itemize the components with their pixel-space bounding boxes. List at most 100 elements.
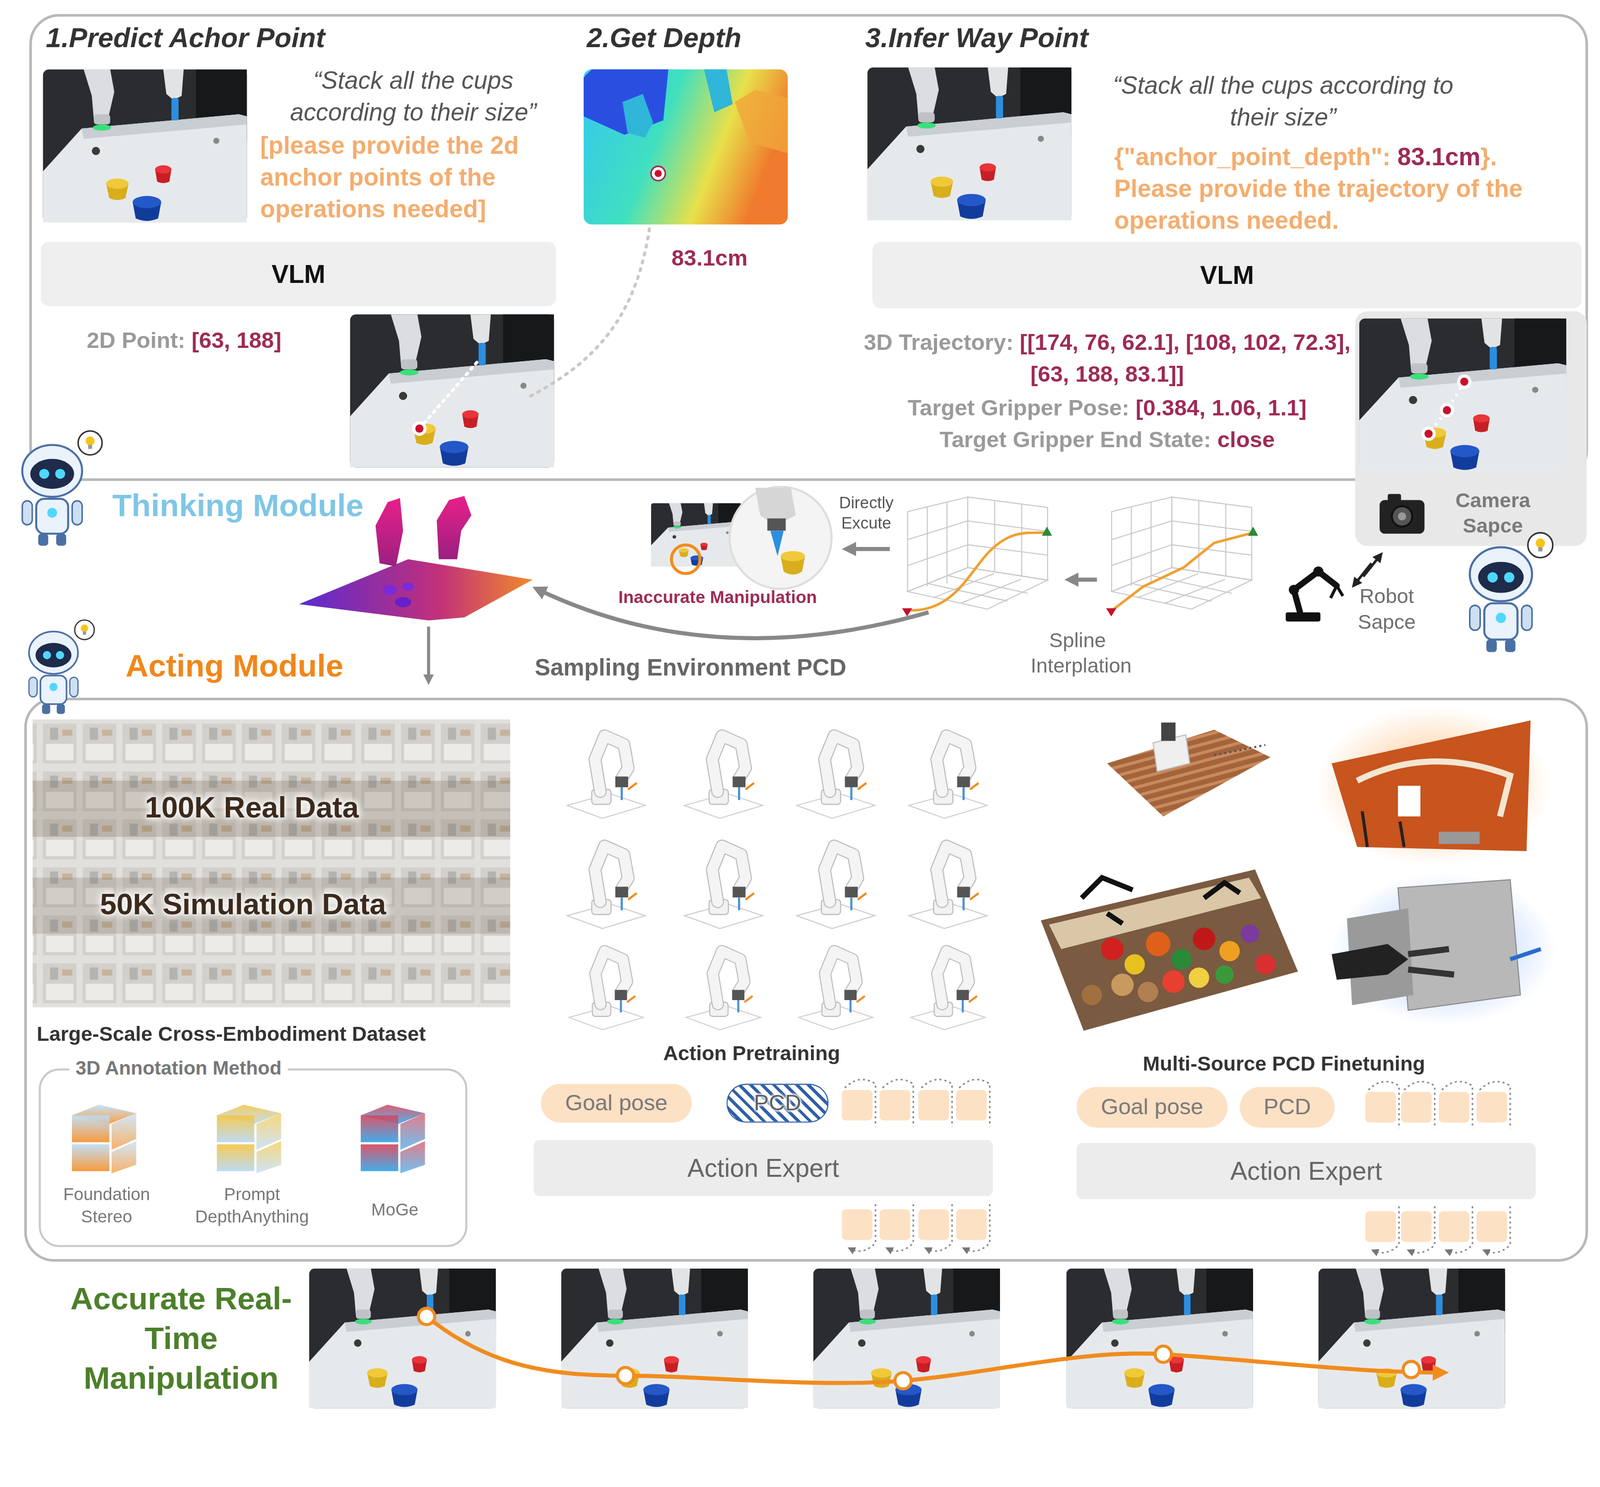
pretraining-arms: [796, 846, 875, 929]
action-tokens: [1374, 1205, 1400, 1253]
label-text: Target Gripper Pose:: [907, 395, 1130, 421]
label-group: “Stack all the cups according to their s…: [260, 64, 567, 128]
finetune-point-clouds: [1145, 931, 1171, 956]
input-pill: PCD: [726, 1083, 829, 1123]
finetune-point-clouds: [1331, 720, 1531, 852]
mascot-icon: [22, 430, 103, 546]
finetune-point-clouds: [1040, 869, 1298, 1031]
spline-plot: [1248, 526, 1259, 536]
execution-trajectory: [894, 1372, 912, 1389]
waypoint-marking: [1460, 377, 1468, 386]
label-group: 100K Real Data: [144, 790, 359, 825]
execution-trajectory: [426, 1316, 1441, 1383]
node-text: Action Expert: [1230, 1156, 1383, 1187]
action-tokens: [918, 1089, 950, 1121]
pretraining-arms: [686, 950, 761, 1030]
anchor-marking: [412, 421, 427, 436]
robot-arm-icon: [1293, 571, 1337, 612]
depth-map: [734, 89, 788, 153]
inaccurate-photo: [671, 544, 701, 574]
waypoint-marking: [1439, 402, 1455, 418]
pretraining-arms: [568, 950, 644, 1030]
label-text: Sampling Environment PCD: [534, 654, 847, 681]
execution-trajectory: [418, 1308, 1441, 1389]
annotation-icon: [71, 1104, 425, 1174]
execution-photos: [1318, 1268, 1506, 1409]
action-tokens: [1479, 1081, 1511, 1129]
acting-panel-outline: [25, 698, 1587, 1261]
input-pill: Goal pose: [540, 1083, 692, 1123]
depth-map: [622, 69, 733, 138]
point-cloud: [436, 495, 472, 559]
label-text: 2D Point:: [86, 327, 186, 353]
module-panel: Acting Module3D Annotation MethodGoal po…: [25, 698, 1587, 1261]
label-group: 2D Point:[63, 188]: [86, 324, 282, 357]
depth-map: [651, 166, 666, 181]
execution-photos: [1066, 1268, 1254, 1409]
finetune-point-clouds: [1438, 831, 1480, 845]
finetune-point-clouds: [1398, 785, 1421, 817]
finetune-point-clouds: [1101, 937, 1124, 961]
point-cloud: [401, 582, 415, 591]
space-transform-arrows: [1355, 556, 1380, 585]
action-tokens: [1365, 1091, 1397, 1123]
node-text: PCD: [753, 1089, 802, 1117]
finetune-point-clouds: [1081, 984, 1102, 1005]
label-text: “Stack all the cups according to their s…: [1113, 71, 1454, 131]
finetune-point-clouds: [1510, 948, 1541, 960]
action-tokens: [1410, 1205, 1435, 1253]
flow-arrow: [1071, 577, 1097, 582]
label-text: [[174, 76, 62.1], [108, 102, 72.3], [63,…: [1019, 329, 1351, 387]
action-tokens: [879, 1089, 911, 1121]
execution-photos: [309, 1268, 1506, 1409]
expert-box: Action Expert: [1076, 1142, 1536, 1200]
camera-icon: [1398, 512, 1406, 521]
label-group: [please provide the 2d anchor points of …: [260, 129, 567, 225]
node-text: Camera Sapce: [1441, 487, 1544, 539]
vlm-box: VLM: [872, 241, 1582, 309]
action-tokens: [1438, 1211, 1470, 1243]
label-text: 3.Infer Way Point: [865, 22, 1089, 54]
action-tokens: [841, 1089, 873, 1121]
finetune-point-clouds: [1161, 722, 1176, 741]
label-group: MoGe: [348, 1199, 441, 1222]
depth-map: [654, 169, 662, 177]
label-text: Large-Scale Cross-Embodiment Dataset: [36, 1022, 426, 1045]
label-text: close: [1217, 426, 1275, 452]
annotation-icon: [216, 1104, 282, 1174]
label-text: Inaccurate Manipulation: [618, 587, 817, 607]
flow-arrow: [849, 546, 890, 551]
finetune-point-clouds: [1255, 953, 1276, 975]
execution-photos: [813, 1268, 1000, 1409]
action-tokens: [956, 1089, 988, 1121]
label-text: 83.1cm: [671, 244, 748, 270]
inaccurate-photo: [651, 503, 741, 567]
inaccurate-photo: [651, 486, 832, 590]
scene-photo: [867, 67, 1072, 221]
annotation-icon: [360, 1104, 426, 1174]
label-group: Target Gripper End State:close: [862, 423, 1352, 456]
depth-map: [583, 69, 788, 225]
finetune-point-clouds: [1398, 879, 1521, 1010]
pretraining-arms: [684, 735, 763, 818]
robot-arm-icon: [1285, 566, 1343, 622]
label-text: {"anchor_point_depth":: [1114, 142, 1391, 171]
execution-photos: [309, 1268, 496, 1409]
node-text: Action Expert: [687, 1152, 840, 1183]
flow-arrow: [426, 626, 430, 680]
action-tokens: [841, 1209, 873, 1241]
label-group: Foundation Stereo: [42, 1183, 171, 1229]
expert-box: Action Expert: [533, 1139, 993, 1197]
label-text: Multi-Source PCD Finetuning: [1142, 1052, 1426, 1075]
input-pill: Goal pose: [1076, 1086, 1228, 1128]
finetune-point-clouds: [1331, 872, 1556, 1026]
spline-plot: [1041, 526, 1053, 536]
label-group: 2.Get Depth: [586, 22, 742, 55]
pretraining-arms: [684, 846, 763, 929]
label-group: {"anchor_point_depth":83.1cm}. Please pr…: [1114, 140, 1564, 236]
label-group: 3D Trajectory:[[174, 76, 62.1], [108, 10…: [862, 326, 1352, 390]
camera-icon: [1379, 493, 1425, 534]
action-tokens: [1368, 1081, 1400, 1129]
anchor-marking: [412, 196, 654, 436]
